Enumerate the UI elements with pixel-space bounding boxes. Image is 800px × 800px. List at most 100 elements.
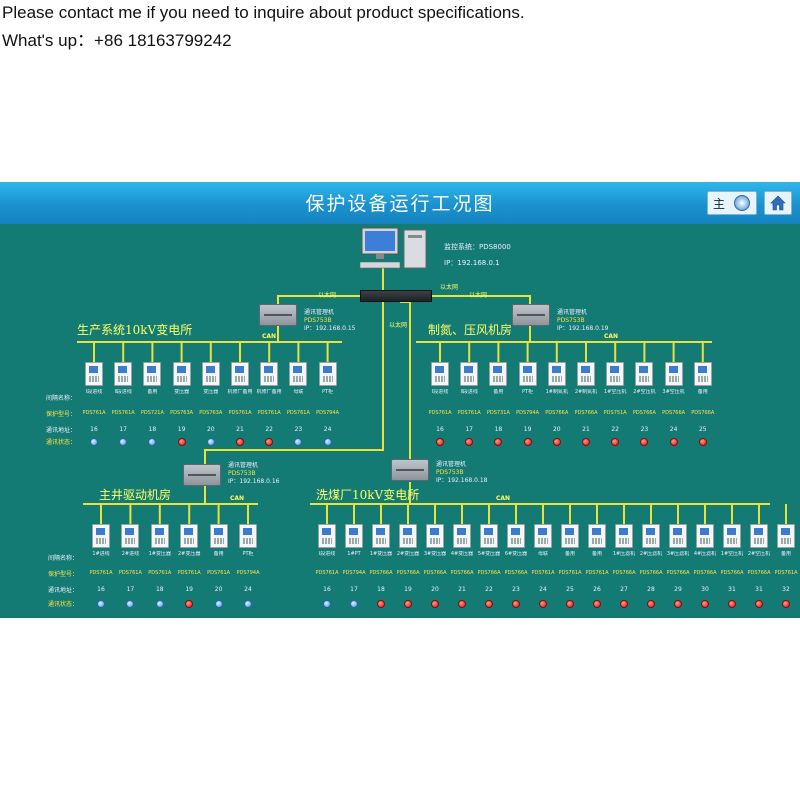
device-keypad [264,376,275,382]
protection-device[interactable] [260,362,279,386]
device-keypad [464,376,475,382]
protection-device[interactable] [209,524,228,548]
device-keypad [754,538,764,544]
protection-device[interactable] [489,362,508,386]
protection-device[interactable] [150,524,169,548]
device-screen [205,366,215,373]
protection-device[interactable] [723,524,741,548]
protection-device[interactable] [507,524,525,548]
protection-device[interactable] [399,524,417,548]
device-keypad [781,538,791,544]
protection-device[interactable] [231,362,249,386]
device-name: 机修厂备用 [256,389,282,395]
device-address: 16 [97,586,105,593]
comm-status-indicator [698,438,707,446]
device-screen [349,528,358,535]
device-keypad [322,376,333,382]
protection-device[interactable] [480,524,498,548]
device-address: 32 [782,586,790,593]
protection-device[interactable] [750,524,768,548]
comm-ip: IP：192.168.0.19 [557,325,609,332]
protection-device[interactable] [180,524,199,548]
comm-model: PDS753B [228,470,256,477]
monitor-ip: IP：192.168.0.1 [444,259,500,267]
comm-status-indicator [782,600,790,608]
protection-device[interactable] [606,362,625,386]
comm-status-indicator [236,438,244,446]
device-keypad [147,376,158,382]
protection-device[interactable] [561,524,579,548]
device-model: PDS766A [691,410,715,416]
comm-manager-icon [391,459,429,481]
device-keypad [403,538,413,544]
device-screen [484,528,493,535]
device-name: 1#变压器 [148,551,171,557]
device-model: PDS763A [199,410,223,416]
protection-device[interactable] [453,524,471,548]
protection-device[interactable] [239,524,257,548]
comm-status-indicator [244,600,252,608]
protection-device[interactable] [588,524,606,548]
comm-status-indicator [126,600,135,608]
main-button[interactable]: 主 [707,191,757,215]
comm-status-indicator [148,438,157,446]
protection-device[interactable] [696,524,714,548]
comm-status-indicator [494,438,503,446]
title-bar: 保护设备运行工况图 主 [0,182,800,224]
device-screen [96,528,105,535]
device-address: 25 [566,586,574,593]
protection-device[interactable] [534,524,552,548]
comm-status-indicator [119,438,128,446]
protection-device[interactable] [85,362,103,386]
device-address: 18 [148,426,157,433]
comm-status-indicator [539,600,547,608]
device-screen [118,366,128,373]
protection-device[interactable] [460,362,479,386]
device-address: 28 [647,586,655,593]
device-address: 27 [620,586,628,593]
protection-device[interactable] [635,362,654,386]
device-address: 30 [701,586,709,593]
row-label-status: 通讯状态： [48,601,79,608]
device-address: 23 [640,426,649,433]
device-keypad [700,538,710,544]
comm-status-indicator [620,600,628,608]
protection-device[interactable] [693,362,712,386]
device-name: 1#制氮机 [545,389,568,395]
protection-device[interactable] [372,524,390,548]
protection-device[interactable] [547,362,566,386]
device-address: 22 [485,586,493,593]
can-label: CAN [604,333,619,340]
protection-device[interactable] [426,524,444,548]
protection-device[interactable] [201,362,220,386]
protection-device[interactable] [318,362,337,386]
device-model: PDS763A [170,410,194,416]
protection-device[interactable] [664,362,683,386]
protection-device[interactable] [669,524,687,548]
protection-device[interactable] [172,362,191,386]
device-address: 22 [611,426,619,433]
protection-device[interactable] [143,362,162,386]
protection-device[interactable] [289,362,308,386]
protection-device[interactable] [121,524,140,548]
comm-status-indicator [552,438,561,446]
protection-device[interactable] [518,362,537,386]
protection-device[interactable] [777,524,795,548]
home-button[interactable] [764,191,792,215]
device-name: 3#变压器 [423,551,447,557]
protection-device[interactable] [318,524,336,548]
device-screen [154,528,164,535]
protection-device[interactable] [642,524,660,548]
protection-device[interactable] [615,524,633,548]
device-name: 4#压滤机 [693,551,717,557]
protection-device[interactable] [431,362,449,386]
device-model: PDS751A [603,410,627,416]
protection-device[interactable] [345,524,363,548]
device-keypad [619,538,629,544]
protection-device[interactable] [577,362,595,386]
comm-status-indicator [465,438,474,446]
protection-device[interactable] [92,524,110,548]
protection-device[interactable] [114,362,133,386]
device-name: 1#PT [347,551,361,557]
